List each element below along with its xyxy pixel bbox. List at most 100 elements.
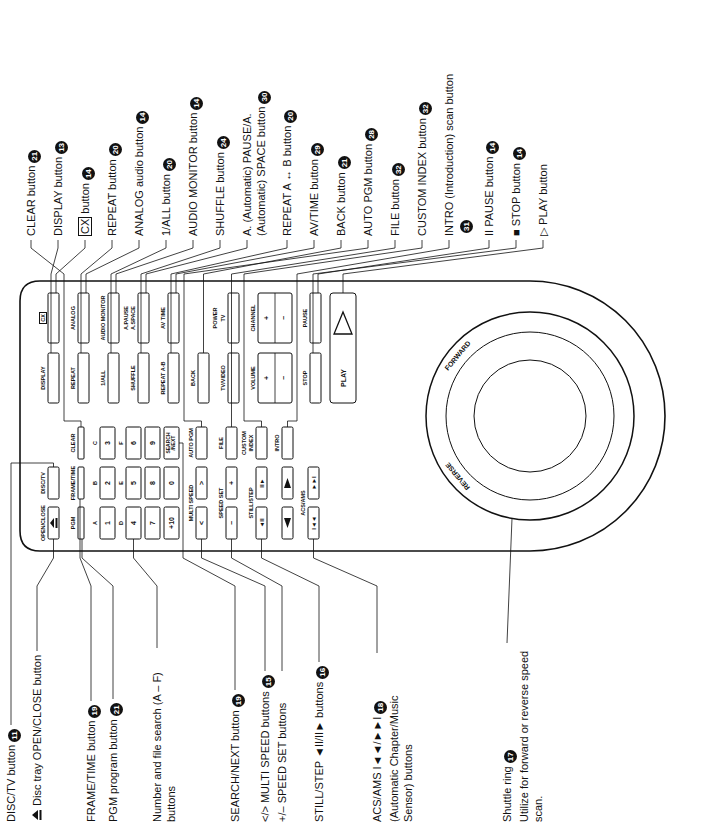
label-line: SHUFFLE button24 — [213, 136, 230, 236]
button-legend: A — [92, 507, 99, 539]
label-line: STILL/STEP ◄II/II► buttons16 — [312, 666, 329, 822]
label-line: FILE button32 — [388, 163, 405, 236]
button-shape — [168, 353, 179, 403]
callout-number: 24 — [217, 136, 230, 149]
button-legend: POWER — [212, 293, 219, 343]
part-label: Shuttle ring — [501, 766, 513, 822]
part-label: BACK button — [335, 172, 347, 236]
label-group: DISPLAY button13 — [51, 141, 68, 236]
label-group: ▷ PLAY button — [536, 164, 550, 236]
button-shape — [100, 467, 115, 499]
leader-line — [111, 240, 166, 353]
part-label: REPEAT button — [106, 159, 118, 236]
button-legend: REPEAT A-B — [160, 353, 167, 403]
leader-line — [141, 240, 220, 353]
shuttle-ring — [426, 312, 634, 520]
part-label: ■ STOP button — [510, 163, 522, 236]
callout-number: 21 — [338, 156, 351, 169]
label-group: ANALOG audio button14 — [132, 111, 149, 236]
button-legend: > — [198, 467, 205, 499]
button-legend: CHANNEL — [250, 293, 257, 343]
button-shape — [474, 360, 586, 472]
label-line: REPEAT button 20 — [105, 143, 122, 236]
label-line: Shuttle ring17 — [500, 647, 517, 822]
button-legend: REPEAT — [70, 353, 77, 403]
label-line: AUTO PGM button28 — [361, 128, 378, 236]
button-legend: A.PAUSE A.SPACE — [123, 295, 137, 341]
callout-number: 14 — [486, 141, 499, 154]
button-shape — [100, 427, 115, 459]
button-shape — [284, 478, 291, 488]
label-line: ■ STOP button14 — [509, 147, 526, 236]
button-legend: 7 — [149, 507, 156, 539]
button-shape — [284, 518, 291, 528]
button-shape — [310, 293, 321, 343]
button-shape — [282, 467, 293, 499]
label-group: 1/ALL button20 — [159, 158, 176, 236]
callout-number: 11 — [8, 729, 21, 742]
rocker-dividers — [275, 293, 276, 403]
label-group: REPEAT A ↔ B button20 — [280, 110, 297, 236]
button-legend: STOP — [302, 353, 309, 403]
button-shape — [196, 507, 207, 539]
label-line: ACS/AMS I◄◄/►►I18 — [370, 657, 387, 822]
button-shape — [226, 427, 237, 459]
part-label: Utilize for forward or reverse speed sca… — [518, 651, 544, 822]
part-label: ANALOG audio button — [133, 127, 145, 236]
button-legend: 4 — [130, 507, 137, 539]
part-label: Disc tray OPEN/CLOSE button — [31, 655, 43, 806]
button-legend: FILE — [218, 424, 225, 462]
button-legend: SEARCH /NEXT — [166, 427, 177, 459]
button-legend: BACK — [190, 353, 197, 403]
part-label: PGM program button — [107, 719, 119, 822]
button-shape — [308, 507, 319, 539]
label-line: INTRO (Introduction) scan button31 — [442, 61, 473, 236]
callout-number: 16 — [316, 666, 329, 679]
callout-number: 32 — [392, 163, 405, 176]
button-shape — [145, 467, 160, 499]
leader-line — [179, 443, 235, 690]
label-group: FRAME/TIME button19 — [84, 705, 101, 822]
button-shape — [310, 353, 321, 403]
callout-number: 32 — [419, 102, 432, 115]
button-shape — [138, 353, 149, 403]
button-shape — [108, 353, 119, 403]
button-legend: AUTO PGM — [188, 424, 195, 462]
callout-number: 13 — [55, 141, 68, 154]
button-legend: 5 — [130, 467, 137, 499]
button-legend: INTRO — [274, 424, 281, 462]
button-shape — [48, 467, 59, 499]
label-group: SEARCH/NEXT button19 — [228, 694, 245, 822]
part-label: SEARCH/NEXT button — [229, 710, 241, 822]
remote-body — [20, 281, 665, 551]
part-label: Number and file search (A – F) buttons — [151, 672, 177, 822]
label-line: SEARCH/NEXT button19 — [228, 694, 245, 822]
button-legend: ►►I — [311, 467, 317, 499]
button-legend: DISPLAY — [40, 353, 47, 403]
leader-line — [343, 240, 543, 293]
leader-line — [171, 240, 287, 353]
callout-number: 20 — [109, 143, 122, 156]
part-label: AUTO PGM button — [362, 144, 374, 236]
leader-line — [288, 240, 450, 427]
part-label: DISC/TV button — [5, 745, 17, 822]
label-line: +/– SPEED SET buttons — [275, 675, 289, 822]
button-legend: MULTI SPEED — [188, 467, 195, 539]
leader-line — [134, 539, 158, 648]
button-shape — [196, 427, 207, 459]
label-line: AV/TIME button29 — [307, 143, 324, 236]
button-legend: ANALOG — [70, 293, 77, 343]
button-legend: + — [263, 293, 270, 343]
label-line: REPEAT A ↔ B button20 — [280, 110, 297, 236]
button-shape — [126, 467, 141, 499]
part-label: CX — [78, 217, 92, 236]
label-line: </> MULTI SPEED buttons15 — [258, 675, 275, 822]
leader-line — [37, 539, 54, 651]
label-group: SHUFFLE button24 — [213, 136, 230, 236]
button-shape — [256, 507, 267, 539]
button-shape — [78, 467, 84, 499]
button-shape — [126, 507, 141, 539]
button-legend: TV/VIDEO — [220, 353, 227, 403]
label-line: II PAUSE button14 — [482, 141, 499, 236]
